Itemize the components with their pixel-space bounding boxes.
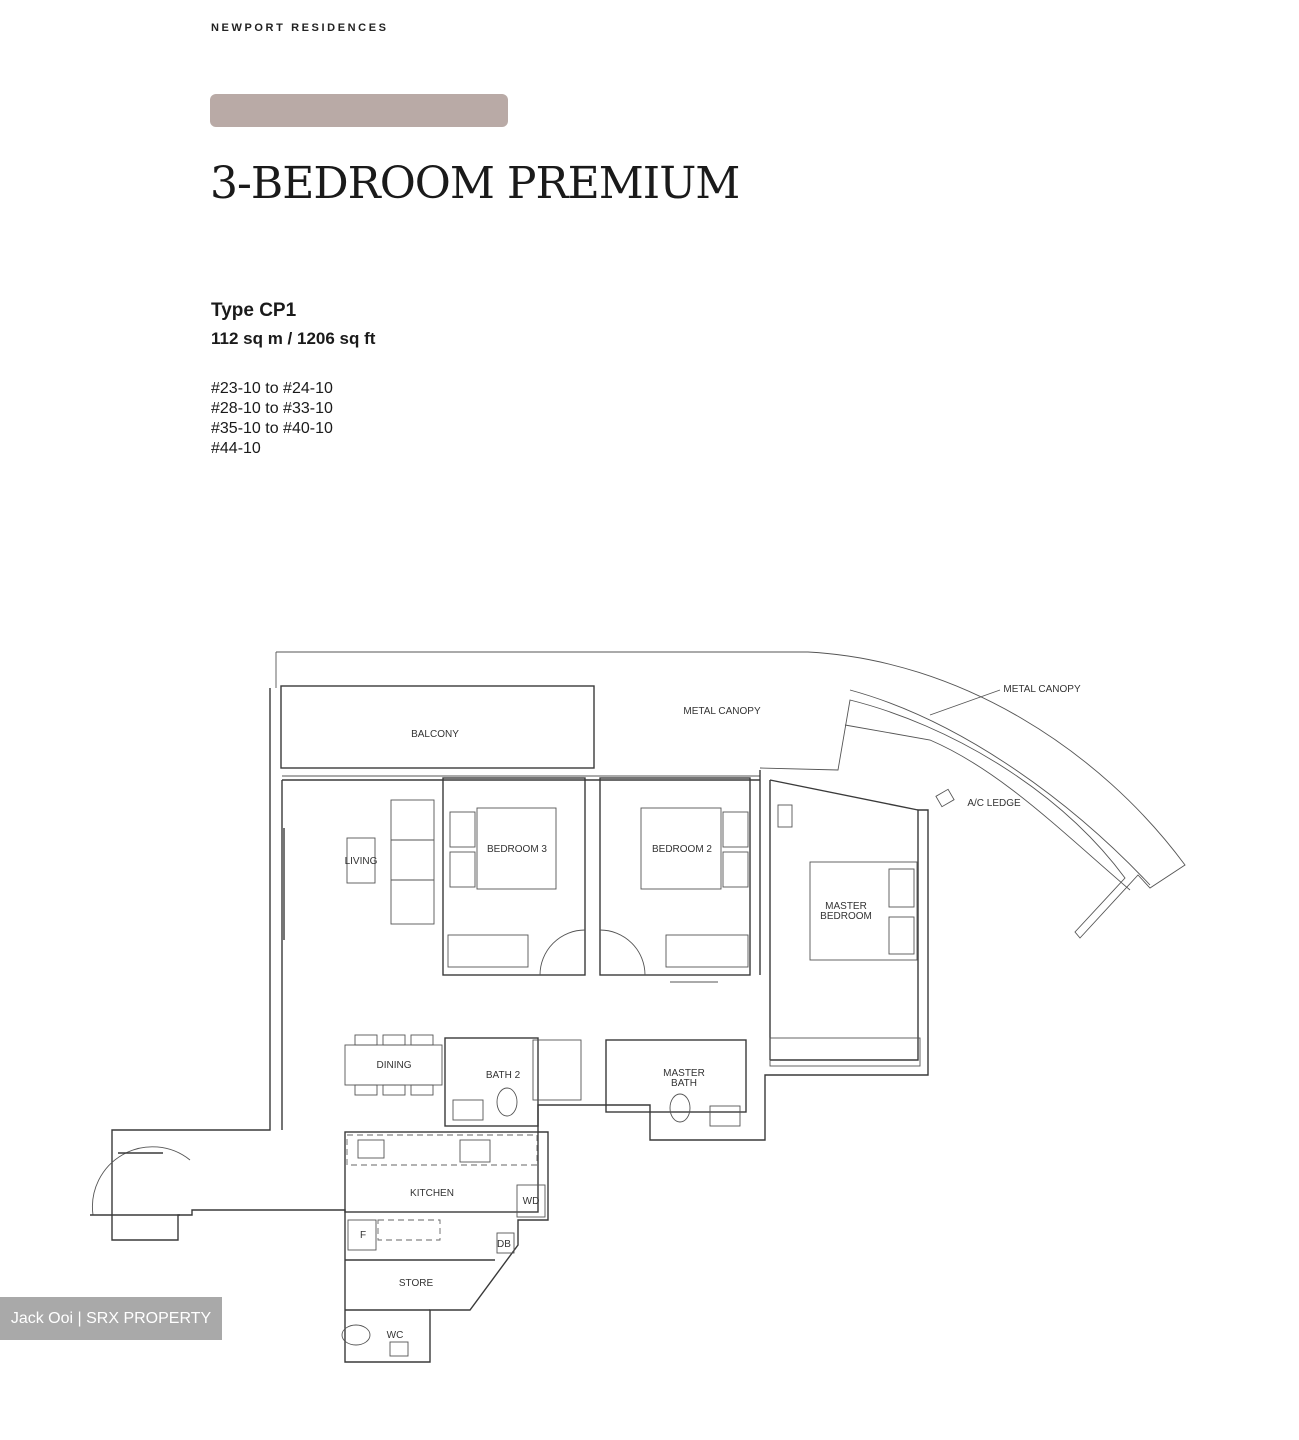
master-bath-room (605, 1039, 747, 1113)
bedroom3-bed (476, 807, 557, 890)
label-bedroom3: BEDROOM 3 (487, 844, 547, 855)
ac-unit (935, 788, 955, 808)
canopy-leader (929, 689, 1001, 716)
master-bath-toilet (669, 1093, 691, 1123)
unit-list: #23-10 to #24-10 #28-10 to #33-10 #35-10… (211, 379, 333, 459)
accent-bar (210, 94, 508, 127)
bedroom2-wardrobe (665, 934, 749, 968)
bath2-toilet (496, 1087, 518, 1117)
unit-type: Type CP1 (211, 300, 297, 321)
unit-range: #28-10 to #33-10 (211, 400, 333, 417)
cooktop (459, 1139, 491, 1163)
bedroom2-room (599, 777, 751, 976)
label-metal-canopy-right: METAL CANOPY (1003, 684, 1081, 695)
label-metal-canopy: METAL CANOPY (683, 706, 761, 717)
unit-range: #44-10 (211, 440, 261, 457)
wc-toilet (341, 1324, 371, 1346)
master-wardrobe (769, 1037, 921, 1067)
label-bath2: BATH 2 (486, 1070, 521, 1081)
label-f: F (360, 1230, 366, 1241)
bedroom3-wardrobe (447, 934, 529, 968)
label-wd: WD (523, 1196, 540, 1207)
label-master-bedroom: BEDROOM (820, 911, 872, 922)
label-bedroom2: BEDROOM 2 (652, 844, 712, 855)
coffee-table (346, 837, 376, 884)
fridge (347, 1219, 377, 1251)
sofa (390, 799, 435, 925)
kitchen-sink (357, 1139, 385, 1159)
distribution-board (496, 1232, 515, 1254)
unit-title: 3-BEDROOM PREMIUM (210, 158, 740, 209)
unit-range: #35-10 to #40-10 (211, 420, 333, 437)
label-dining: DINING (377, 1060, 412, 1071)
kitchen-room (344, 1131, 539, 1213)
label-ac-ledge: A/C LEDGE (967, 798, 1021, 809)
label-master-bath: BATH (671, 1078, 697, 1089)
bedroom2-bed (640, 807, 722, 890)
bedroom3-room (442, 777, 586, 976)
watermark: Jack Ooi | SRX PROPERTY (0, 1297, 222, 1340)
unit-area: 112 sq m / 1206 sq ft (211, 329, 376, 348)
label-master-bath: MASTER (663, 1068, 705, 1079)
label-db: DB (497, 1239, 511, 1250)
label-wc: WC (387, 1330, 404, 1341)
washer-dryer (516, 1184, 546, 1218)
label-store: STORE (399, 1278, 434, 1289)
entrance-door-swing (92, 1146, 191, 1216)
canopy-edge (849, 689, 1151, 886)
unit-range: #23-10 to #24-10 (211, 380, 333, 397)
apartment-outline (111, 688, 929, 1363)
bath2-room (444, 1037, 539, 1127)
label-kitchen: KITCHEN (410, 1188, 454, 1199)
label-master-bedroom: MASTER (825, 901, 867, 912)
label-balcony: BALCONY (411, 729, 459, 740)
canopy-inner (844, 724, 1131, 891)
metal-canopy-outline (276, 651, 1186, 939)
brand-name: NEWPORT RESIDENCES (211, 22, 389, 34)
master-bed (809, 861, 918, 961)
label-living: LIVING (345, 856, 378, 867)
balcony-outline (280, 685, 595, 769)
